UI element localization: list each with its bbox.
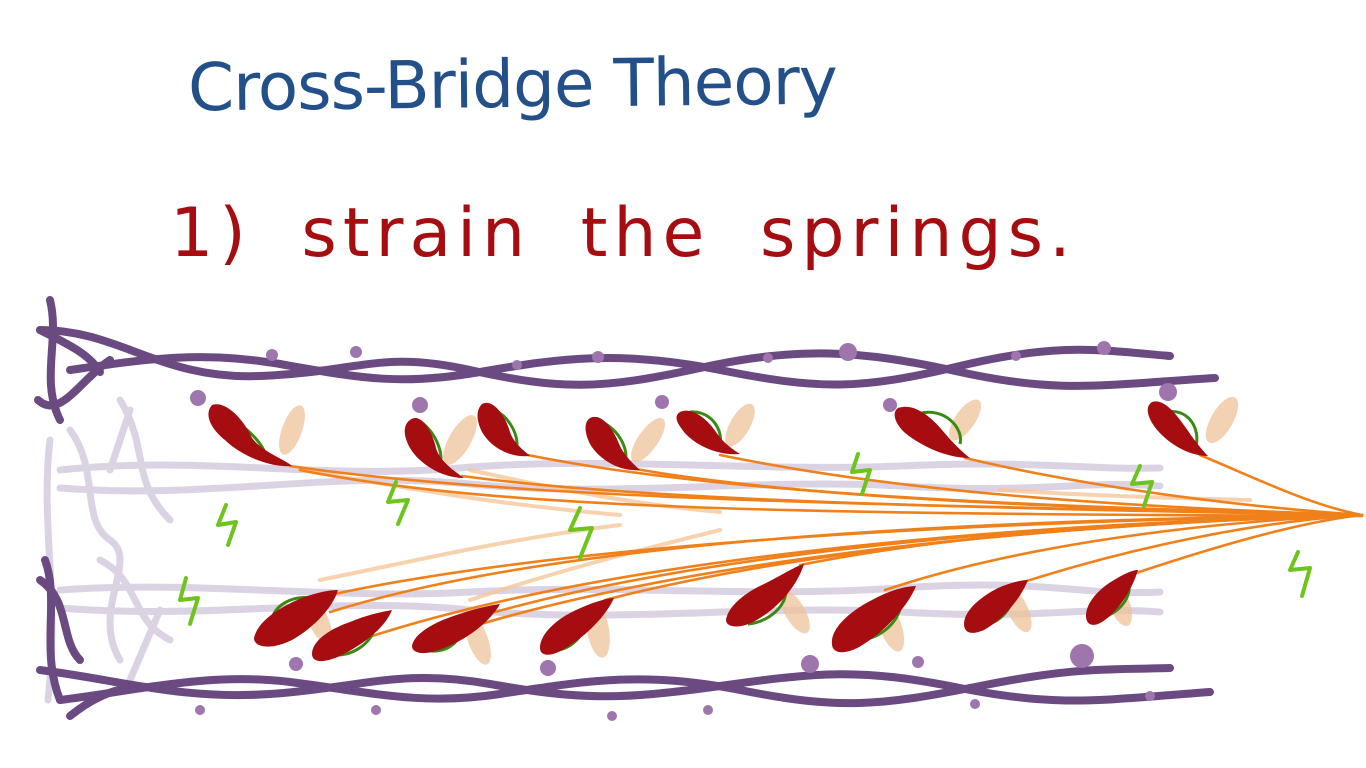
lightning-bolt-icon [850,452,872,496]
lightning-bolt-icon [386,480,410,526]
thick-filament-top [34,296,1219,424]
thick-filament-dots [190,341,1177,721]
myosin-head [676,410,740,455]
myosin-head [312,610,392,662]
myosin-head [964,580,1028,633]
myosin-head [404,418,464,478]
myosin-head [540,598,614,655]
thick-filament-bottom [36,556,1214,720]
myosin-heads-bottom [254,564,1138,662]
myosin-head [726,564,804,627]
lightning-bolt-icon [216,503,238,547]
myosin-head [254,590,338,647]
myosin-head [208,404,292,467]
myosin-head [585,416,640,471]
lightning-bolt-icon [178,576,200,626]
diagram-title: Cross-Bridge Theory [187,42,838,127]
myosin-head [477,402,530,457]
lightning-bolt-icon [568,506,594,560]
myosin-head [1086,570,1138,625]
lightning-bolts [178,452,1312,626]
step-caption: 1) strain the springs. [170,194,1077,273]
myosin-heads-top [208,401,1208,478]
lightning-bolt-icon [1288,550,1312,598]
myosin-head [894,406,970,458]
spring-lines [288,453,1364,642]
lightning-bolt-icon [1130,464,1154,508]
myosin-head [412,604,500,654]
myosin-head [1147,401,1208,456]
myosin-head [831,586,916,653]
